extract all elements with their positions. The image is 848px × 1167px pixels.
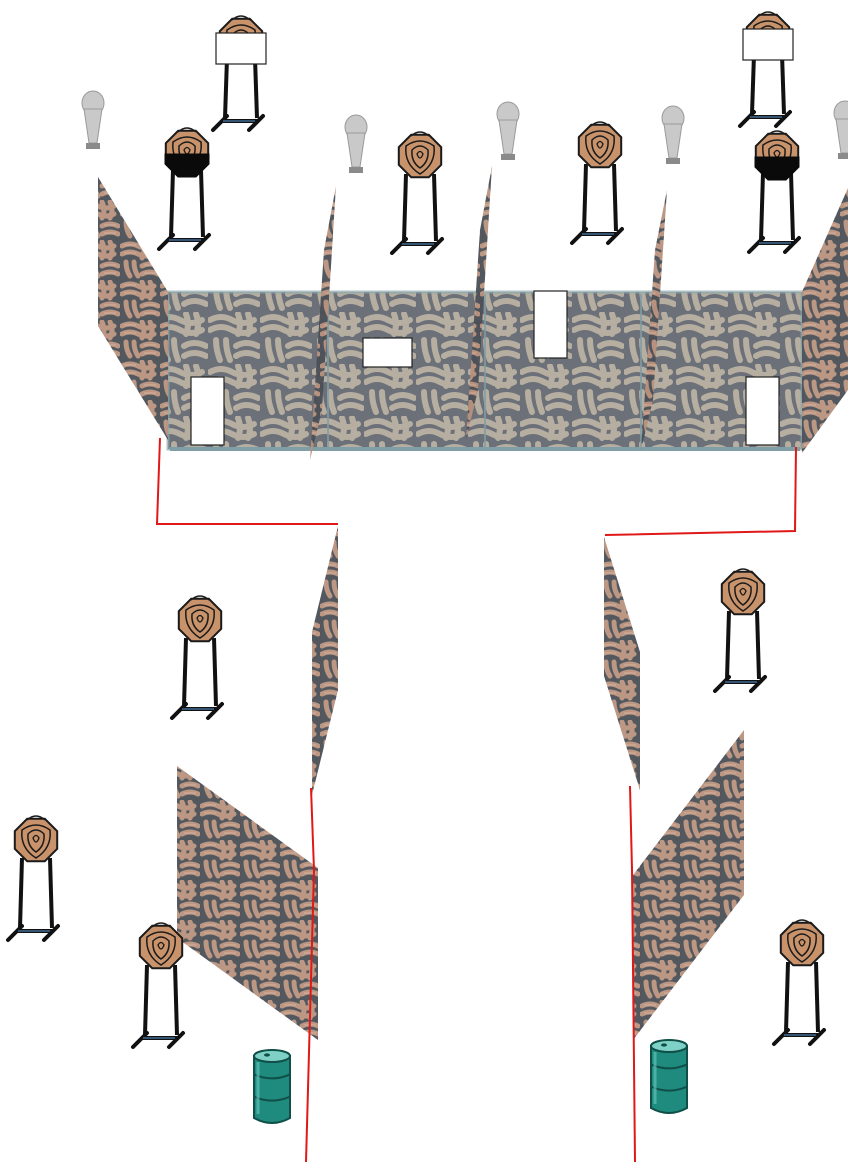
paper-target-upper-center-right [572, 122, 622, 243]
paper-target-mid-left [172, 596, 222, 718]
no-shoot-panel-4 [746, 377, 779, 445]
steel-popper-1 [82, 91, 104, 149]
paper-target-mid-right [715, 569, 765, 691]
no-shoot-panel-1 [191, 377, 224, 445]
barrel-left [254, 1050, 290, 1123]
no-shoot-panel-3 [534, 291, 567, 358]
paper-target-low-right [774, 920, 824, 1044]
paper-target-black-lower-left [159, 128, 209, 249]
wall-panel-lower-right-narrow [604, 537, 640, 790]
fault-line-right-upper [605, 447, 796, 535]
steel-popper-4 [662, 106, 684, 164]
wall-panel-left-wing [98, 177, 168, 440]
wall-panel-right-wing [802, 188, 848, 453]
paper-target-top-right-with-no-shoot [740, 12, 793, 126]
paper-target-low-left [133, 923, 183, 1047]
wall-panel-lower-left-narrow [312, 526, 338, 795]
barrel-right [651, 1040, 687, 1113]
paper-target-low-far-left [8, 816, 58, 940]
wall-panel-lower-left-wide [177, 766, 318, 1040]
no-shoot-panel-2 [363, 338, 412, 367]
props-layer [8, 12, 848, 1123]
paper-target-black-lower-right [749, 131, 799, 252]
paper-target-top-left-with-no-shoot [213, 16, 266, 130]
back-wall [168, 292, 802, 449]
paper-target-upper-center-left [392, 132, 442, 253]
steel-popper-3 [497, 102, 519, 160]
steel-popper-5 [834, 101, 848, 159]
wall-panel-lower-right-wide [633, 730, 744, 1040]
steel-popper-2 [345, 115, 367, 173]
